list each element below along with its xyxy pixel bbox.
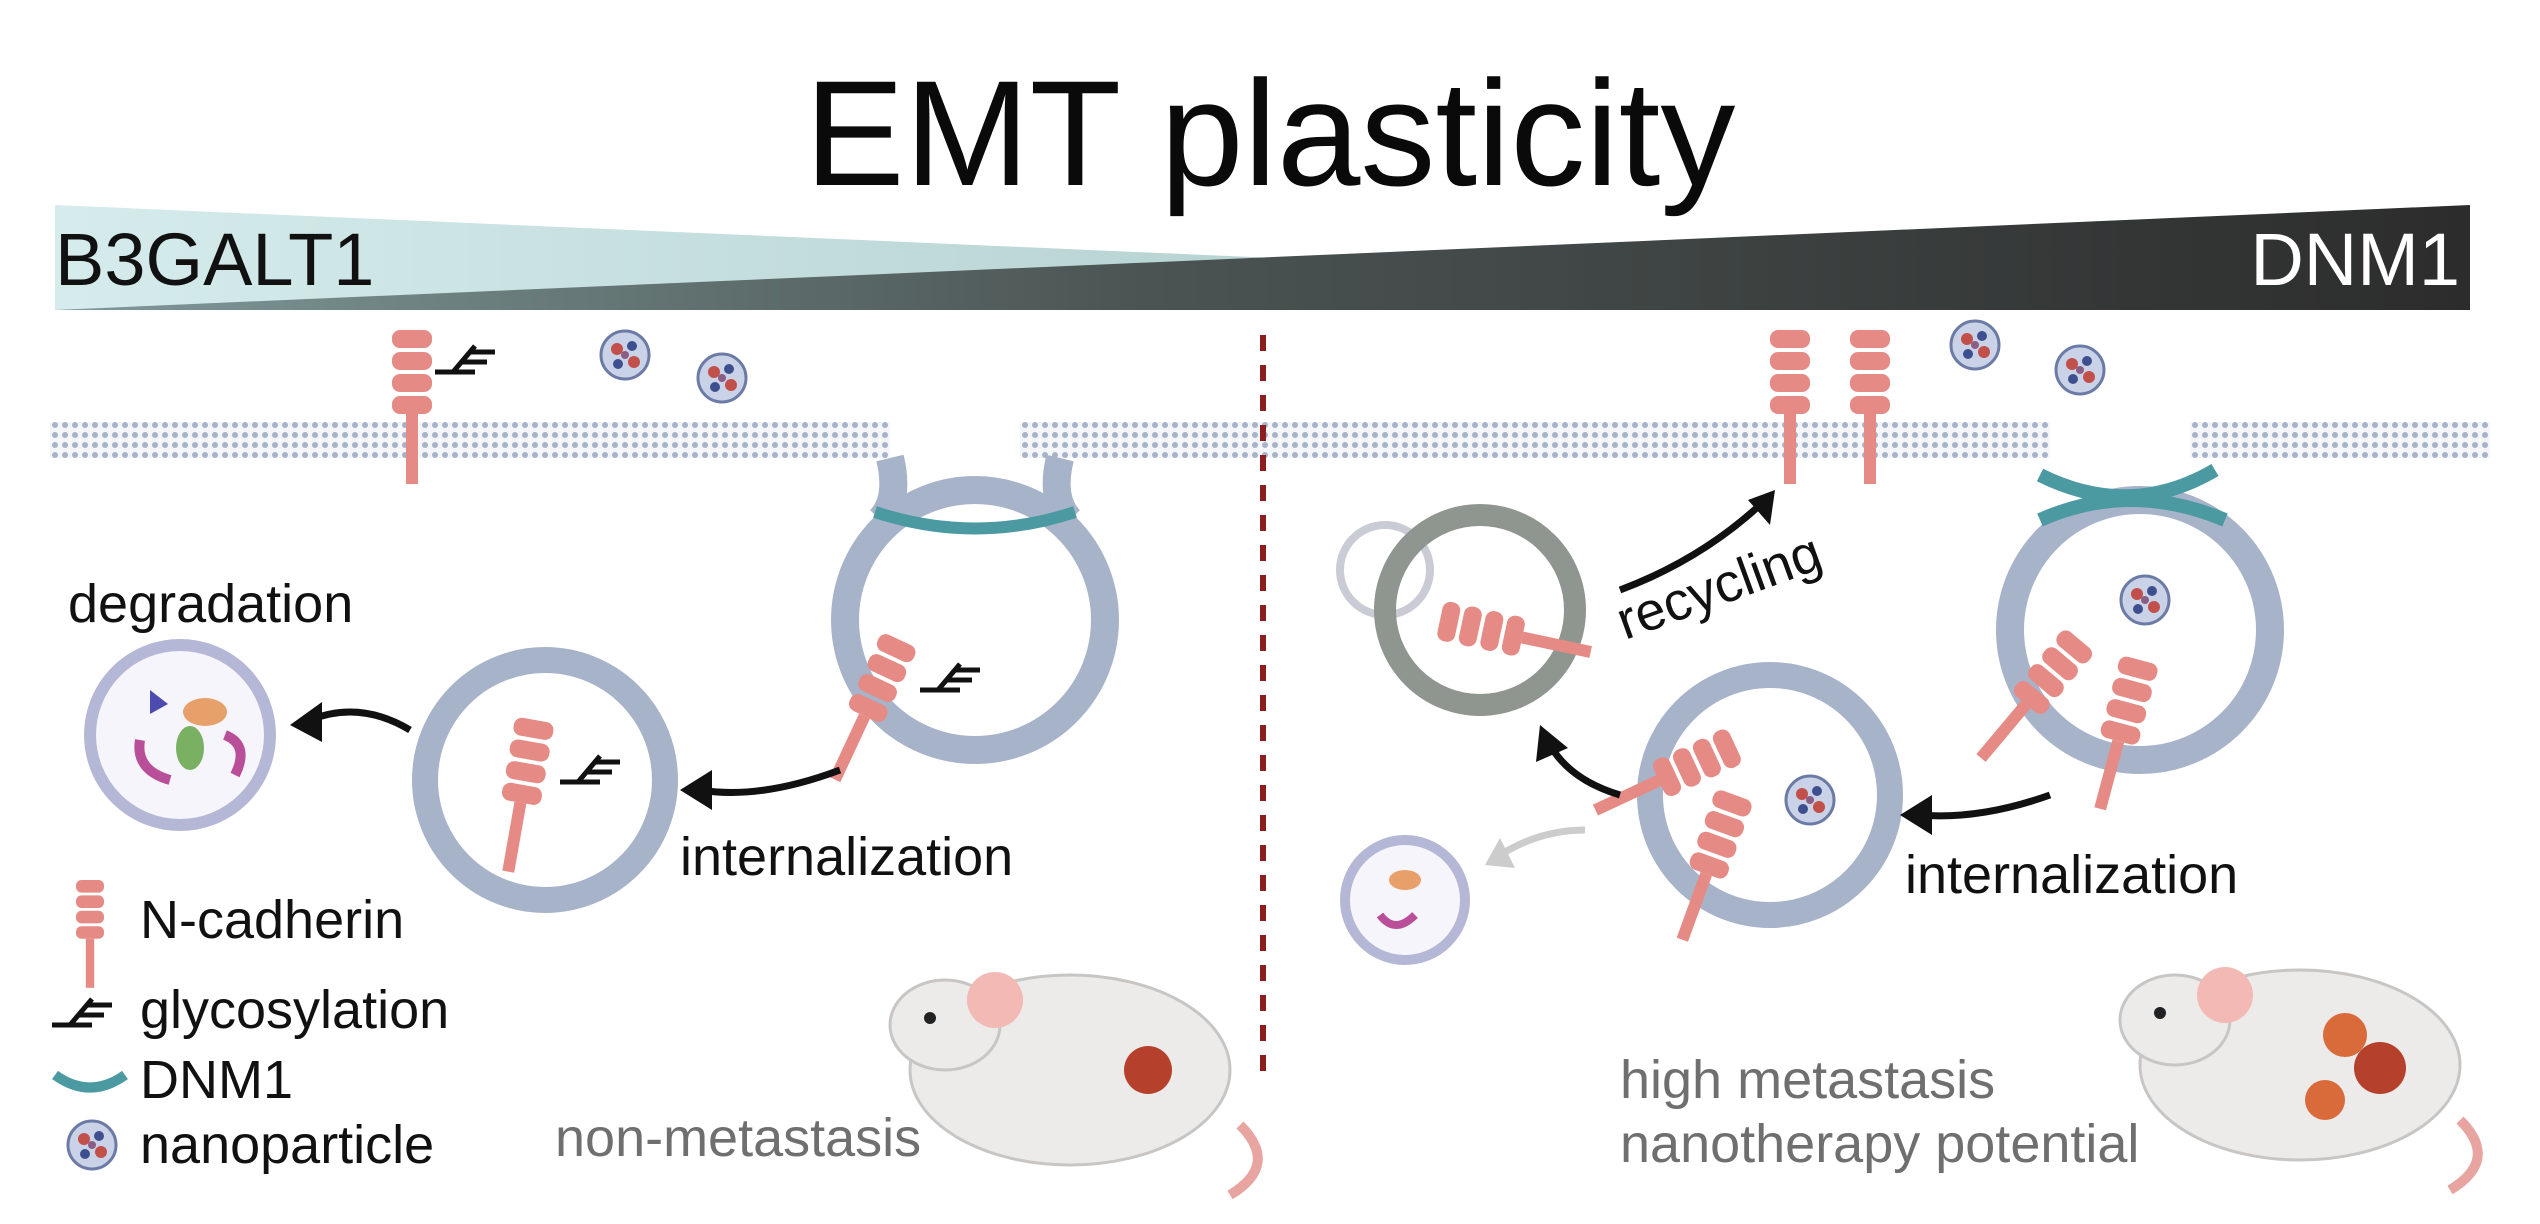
internalization-arrow-right — [1919, 791, 2052, 820]
n-cadherin-endosome — [488, 716, 555, 876]
dnm1-collar-left — [873, 506, 1077, 535]
dnm1-label: DNM1 — [2250, 218, 2460, 301]
figure-title: EMT plasticity — [805, 49, 1736, 217]
dnm1-collar-right-2 — [2037, 493, 2228, 527]
degraded-fragment-1 — [150, 690, 168, 714]
b3galt1-label: B3GALT1 — [55, 218, 374, 301]
legend-label-n-cadherin: N-cadherin — [140, 890, 404, 950]
recycling-arrowhead — [1748, 490, 1775, 525]
non-metastasis-label: non-metastasis — [555, 1108, 921, 1168]
legend-label-glycosylation: glycosylation — [140, 980, 449, 1040]
right-panel: recycling internalization high metastasi… — [1336, 319, 2483, 1195]
nanoparticle-2 — [696, 352, 748, 404]
n-cadherin-icon — [76, 880, 104, 988]
right-internalization-label: internalization — [1905, 845, 2238, 905]
glycosylation-surface — [435, 346, 495, 372]
degraded-fragment-5 — [222, 730, 246, 778]
nanoparticle-1 — [599, 329, 651, 381]
n-cadherin-surface-r2 — [1850, 330, 1890, 484]
n-cadherin-surface-r1 — [1770, 330, 1810, 484]
expression-gradient-bar: B3GALT1 DNM1 — [55, 205, 2470, 310]
legend-label-dnm1: DNM1 — [140, 1050, 293, 1110]
degradation-arrowhead — [290, 702, 322, 742]
endosome-to-recycle-arrowhead — [1536, 725, 1568, 762]
metastasis-spot-1 — [2323, 1013, 2367, 1057]
recycling-arrow — [1618, 502, 1763, 594]
legend-item-dnm1: DNM1 — [52, 1050, 293, 1110]
legend: N-cadherin glycosylation DNM1 nanopartic… — [52, 880, 449, 1175]
nanotherapy-label: nanotherapy potential — [1620, 1114, 2139, 1174]
n-cadherin-vesicle-2 — [2080, 654, 2160, 814]
legend-label-nanoparticle: nanoparticle — [140, 1115, 434, 1175]
glycosylation-budding — [920, 664, 980, 690]
small-lysosome-right — [1340, 835, 1470, 965]
nanoparticle-r1 — [1949, 319, 2001, 371]
degradation-label: degradation — [68, 574, 353, 634]
glycosylation-endosome — [560, 756, 620, 782]
internalization-arrowhead-right — [1900, 795, 1932, 835]
n-cadherin-budding — [816, 631, 919, 789]
endosome-left — [412, 647, 678, 913]
degraded-fragment-2 — [183, 698, 227, 726]
nanoparticle-icon — [66, 1119, 118, 1171]
legend-item-n-cadherin: N-cadherin — [76, 880, 404, 988]
dnm1-wedge — [55, 205, 2470, 310]
recycling-vesicle — [1374, 504, 1586, 716]
metastasis-spot-2 — [2305, 1080, 2345, 1120]
legend-item-glycosylation: glycosylation — [52, 980, 449, 1040]
endosome-right — [1637, 662, 1903, 928]
faded-degradation-arrowhead — [1485, 838, 1515, 868]
primary-tumor-right — [2354, 1042, 2406, 1094]
dnm1-icon — [52, 1070, 128, 1093]
mouse-non-metastatic — [888, 972, 1263, 1200]
legend-item-nanoparticle: nanoparticle — [66, 1115, 434, 1175]
degraded-fragment-4 — [134, 739, 172, 785]
degradation-arrow — [308, 708, 412, 734]
internalization-arrowhead-left — [680, 770, 712, 810]
nanoparticle-r2 — [2054, 344, 2106, 396]
plasma-membrane — [50, 422, 2490, 458]
left-internalization-label: internalization — [680, 827, 1013, 887]
faded-degradation-arrow — [1498, 826, 1586, 858]
budding-vesicle — [831, 476, 1119, 764]
small-fragment-2 — [1376, 912, 1418, 929]
dnm1-collar-right-1 — [2036, 463, 2219, 504]
left-panel: internalization degradation non-metastas… — [68, 329, 1263, 1200]
nanoparticle-endosome — [1784, 774, 1836, 826]
n-cadherin-surface — [392, 330, 432, 484]
high-metastasis-label: high metastasis — [1620, 1050, 1995, 1110]
mouse-metastatic — [2118, 967, 2483, 1195]
endosome-to-recycle-arrow — [1546, 743, 1622, 799]
nanoparticle-vesicle — [2119, 574, 2171, 626]
glycosylation-icon — [52, 999, 112, 1025]
degraded-fragment-3 — [176, 726, 204, 770]
internalization-arrow-left — [699, 766, 842, 796]
small-fragment-1 — [1389, 870, 1421, 890]
primary-tumor-left — [1124, 1046, 1172, 1094]
